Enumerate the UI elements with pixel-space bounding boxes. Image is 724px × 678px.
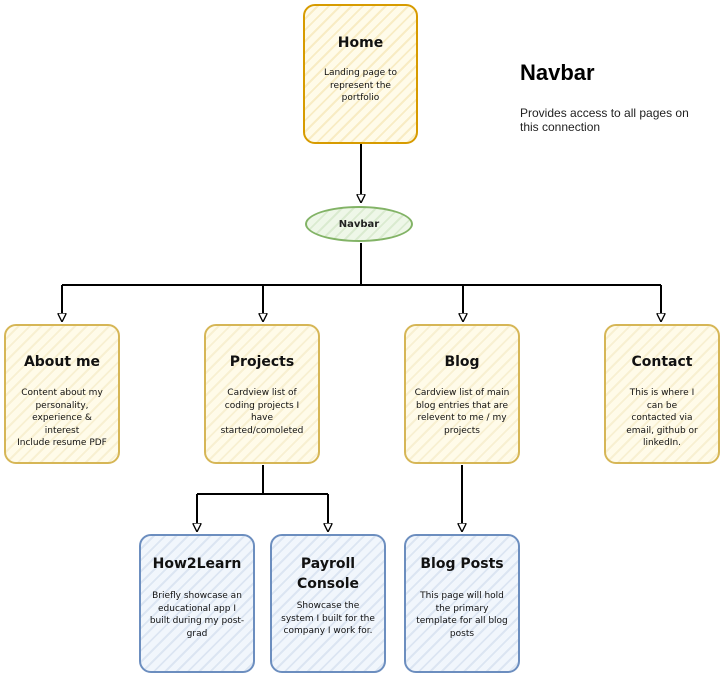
blog-title: Blog bbox=[444, 354, 480, 370]
how2learn-description: Briefly showcase an educational app I bu… bbox=[149, 591, 245, 639]
navbar-node[interactable]: Navbar bbox=[305, 206, 413, 242]
payroll-description: Showcase the system I built for the comp… bbox=[281, 601, 375, 636]
contact-description: This is where I can be contacted via ema… bbox=[626, 388, 698, 448]
home-description: Landing page to represent the portfolio bbox=[323, 68, 398, 103]
blogposts-description: This page will hold the primary template… bbox=[416, 591, 508, 639]
legend-heading: Navbar bbox=[520, 60, 595, 85]
navbar-label: Navbar bbox=[338, 218, 380, 230]
how2learn-node[interactable]: How2Learn Briefly showcase an educationa… bbox=[139, 534, 255, 673]
projects-title: Projects bbox=[229, 354, 295, 370]
about-description: Content about my personality, experience… bbox=[17, 388, 107, 448]
blog-node[interactable]: Blog Cardview list of main blog entries … bbox=[404, 324, 520, 464]
payroll-node[interactable]: Payroll Console Showcase the system I bu… bbox=[270, 534, 386, 673]
how2learn-title: How2Learn bbox=[152, 556, 242, 572]
projects-description: Cardview list of coding projects I have … bbox=[220, 388, 304, 436]
contact-node[interactable]: Contact This is where I can be contacted… bbox=[604, 324, 720, 464]
blogposts-title: Blog Posts bbox=[420, 556, 504, 572]
blog-description: Cardview list of main blog entries that … bbox=[414, 388, 510, 436]
about-node[interactable]: About me Content about my personality, e… bbox=[4, 324, 120, 464]
payroll-title: Payroll Console bbox=[296, 556, 360, 592]
about-title: About me bbox=[23, 354, 101, 370]
projects-node[interactable]: Projects Cardview list of coding project… bbox=[204, 324, 320, 464]
legend-text: Provides access to all pages on this con… bbox=[520, 106, 689, 134]
home-node[interactable]: Home Landing page to represent the portf… bbox=[303, 4, 418, 144]
home-title: Home bbox=[337, 35, 384, 51]
contact-title: Contact bbox=[631, 354, 693, 370]
blogposts-node[interactable]: Blog Posts This page will hold the prima… bbox=[404, 534, 520, 673]
